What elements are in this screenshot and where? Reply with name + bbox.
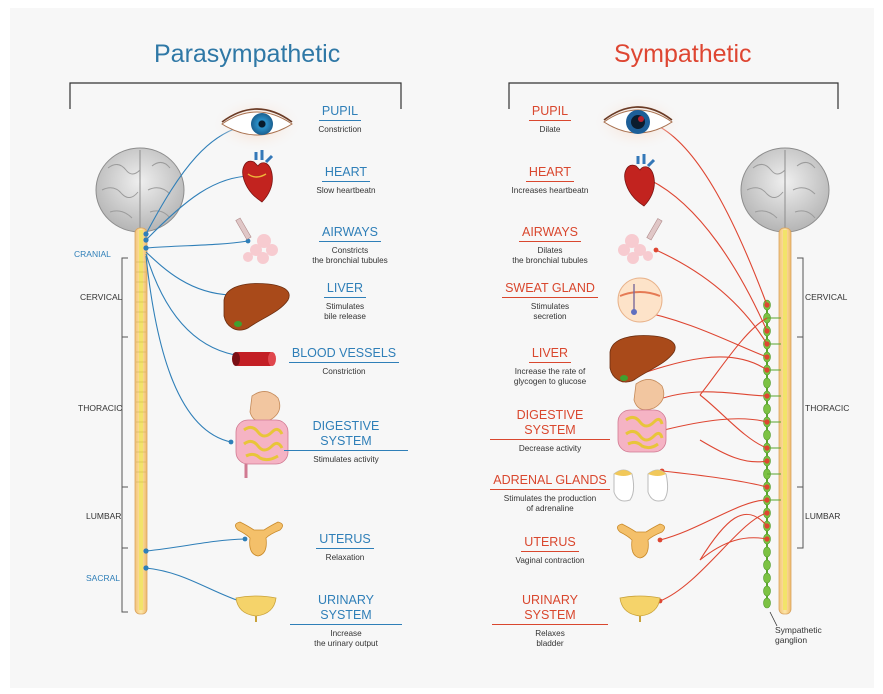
organ-effect: Increase the rate of glycogen to glucose	[494, 367, 606, 387]
symp-digestive-label: DIGESTIVE SYSTEM Decrease activity	[490, 408, 610, 454]
airways-icon	[236, 218, 278, 264]
para-digestive-label: DIGESTIVE SYSTEM Stimulates activity	[284, 419, 408, 465]
organ-effect: Constricts the bronchial tubules	[295, 246, 405, 266]
symp-liver-label: LIVER Increase the rate of glycogen to g…	[494, 346, 606, 387]
organ-name: DIGESTIVE SYSTEM	[490, 408, 610, 440]
organ-name: UTERUS	[521, 535, 578, 552]
organ-name: PUPIL	[529, 104, 571, 121]
para-uterus-label: UTERUS Relaxation	[300, 532, 390, 563]
symp-pupil-label: PUPIL Dilate	[500, 104, 600, 135]
organ-name: URINARY SYSTEM	[290, 593, 402, 625]
organ-effect: Decrease activity	[490, 444, 610, 454]
adrenal-glands-icon	[614, 470, 668, 501]
symp-urinary-label: URINARY SYSTEM Relaxes bladder	[492, 593, 608, 649]
eye-icon-sympathetic	[596, 96, 680, 148]
organ-name: HEART	[526, 165, 574, 182]
symp-heart-label: HEART Increases heartbeatn	[496, 165, 604, 196]
organ-effect: Stimulates activity	[284, 455, 408, 465]
organ-effect: Increases heartbeatn	[496, 186, 604, 196]
liver-icon-right	[610, 336, 675, 383]
organ-name: URINARY SYSTEM	[492, 593, 608, 625]
region-sacral-left: SACRAL	[86, 573, 120, 583]
bladder-icon-left	[236, 596, 276, 622]
heart-icon	[243, 150, 273, 202]
organ-effect: Stimulates the production of adrenaline	[488, 494, 612, 514]
organ-effect: Relaxes bladder	[492, 629, 608, 649]
region-lumbar-right: LUMBAR	[805, 511, 840, 521]
organ-name: AIRWAYS	[519, 225, 581, 242]
parasympathetic-nodes	[143, 174, 255, 606]
organ-effect: Increase the urinary output	[290, 629, 402, 649]
organ-effect: Vaginal contraction	[496, 556, 604, 566]
organ-effect: Slow heartbeatn	[296, 186, 396, 196]
region-cervical-left: CERVICAL	[80, 292, 122, 302]
organ-effect: Relaxation	[300, 553, 390, 563]
organ-effect: Dilates the bronchial tubules	[494, 246, 606, 266]
sweat-gland-icon	[618, 278, 662, 322]
organ-name: UTERUS	[316, 532, 373, 549]
eye-icon	[215, 98, 299, 150]
sympathetic-ganglion-label: Sympathetic ganglion	[775, 625, 822, 645]
sympathetic-title: Sympathetic	[614, 40, 752, 69]
brain-right	[741, 148, 829, 232]
organ-effect: Constriction	[288, 367, 400, 377]
bladder-icon-right	[620, 596, 660, 622]
symp-adrenal-label: ADRENAL GLANDS Stimulates the production…	[488, 473, 612, 514]
organ-name: DIGESTIVE SYSTEM	[284, 419, 408, 451]
region-lumbar-left: LUMBAR	[86, 511, 121, 521]
organ-name: BLOOD VESSELS	[289, 346, 399, 363]
organ-effect: Stimulates secretion	[496, 302, 604, 322]
para-heart-label: HEART Slow heartbeatn	[296, 165, 396, 196]
region-thoracic-left: THORACIC	[78, 403, 122, 413]
symp-airways-label: AIRWAYS Dilates the bronchial tubules	[494, 225, 606, 266]
para-pupil-label: PUPIL Constriction	[300, 104, 380, 135]
digestive-system-icon-left	[236, 391, 288, 478]
organ-name: LIVER	[324, 281, 366, 298]
organ-effect: Constriction	[300, 125, 380, 135]
region-cranial-left: CRANIAL	[74, 249, 111, 259]
para-urinary-label: URINARY SYSTEM Increase the urinary outp…	[290, 593, 402, 649]
region-brackets-right	[797, 258, 803, 548]
organ-name: SWEAT GLAND	[502, 281, 598, 298]
region-cervical-right: CERVICAL	[805, 292, 847, 302]
organ-name: PUPIL	[319, 104, 361, 121]
para-blood-vessels-label: BLOOD VESSELS Constriction	[288, 346, 400, 377]
spinal-cord-left	[135, 228, 147, 614]
organ-name: LIVER	[529, 346, 571, 363]
region-brackets-left	[122, 258, 128, 612]
uterus-icon-right	[617, 524, 664, 558]
region-thoracic-right: THORACIC	[805, 403, 849, 413]
parasympathetic-title: Parasympathetic	[154, 40, 340, 69]
organ-name: HEART	[322, 165, 370, 182]
spinal-cord-right	[779, 228, 791, 614]
blood-vessel-icon	[232, 352, 276, 366]
organ-name: AIRWAYS	[319, 225, 381, 242]
symp-uterus-label: UTERUS Vaginal contraction	[496, 535, 604, 566]
airways-icon-sympathetic	[618, 218, 662, 264]
organ-effect: Dilate	[500, 125, 600, 135]
heart-icon-sympathetic	[625, 154, 655, 206]
organ-effect: Stimulates bile release	[300, 302, 390, 322]
para-airways-label: AIRWAYS Constricts the bronchial tubules	[295, 225, 405, 266]
liver-icon-left	[224, 284, 289, 331]
symp-sweat-gland-label: SWEAT GLAND Stimulates secretion	[496, 281, 604, 322]
digestive-system-icon-right	[618, 379, 666, 452]
organ-name: ADRENAL GLANDS	[490, 473, 609, 490]
para-liver-label: LIVER Stimulates bile release	[300, 281, 390, 322]
